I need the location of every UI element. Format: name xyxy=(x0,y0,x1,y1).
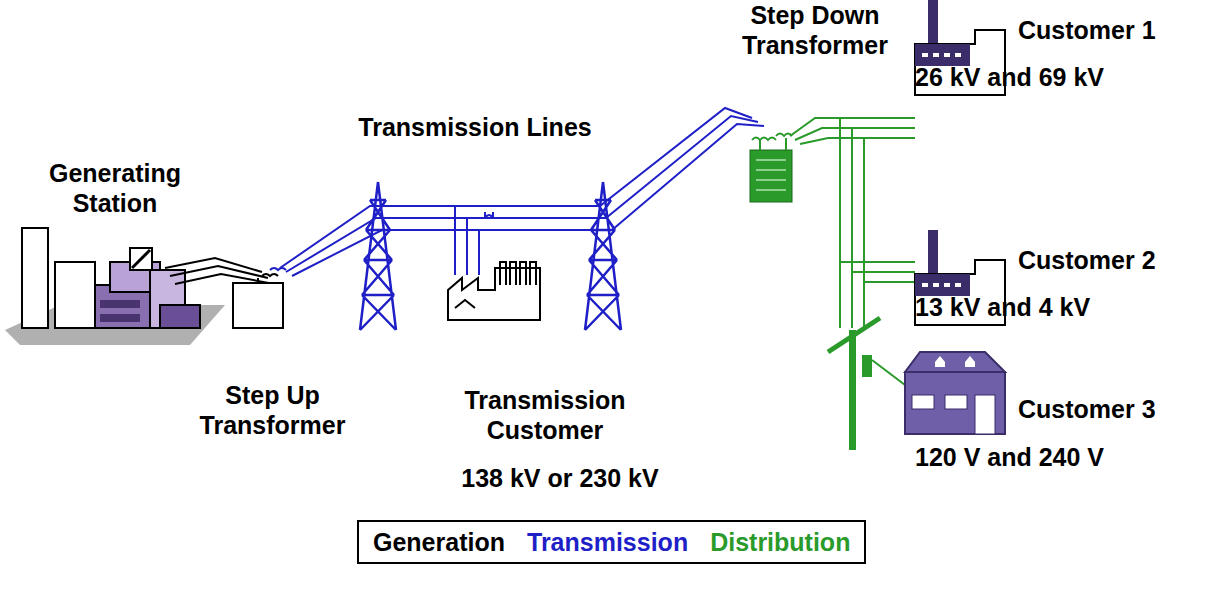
voltage-label: 138 kV or 230 kV xyxy=(430,463,690,493)
step-down-transformer xyxy=(750,134,792,203)
component-label: Transmission Lines xyxy=(340,112,610,142)
distribution-wires xyxy=(790,118,915,328)
legend-box: Generation Transmission Distribution xyxy=(357,520,866,564)
generating-station xyxy=(5,228,225,345)
customer-label: Transmission Customer xyxy=(430,385,660,445)
transmission-lines xyxy=(280,108,764,276)
voltage-label: 120 V and 240 V xyxy=(915,442,1104,472)
customer-label: Customer 1 xyxy=(1018,15,1156,45)
voltage-label: 26 kV and 69 kV xyxy=(915,62,1104,92)
customer-house xyxy=(905,352,1005,434)
legend-entry: Distribution xyxy=(710,528,850,557)
component-label: Step Down Transformer xyxy=(700,0,930,60)
transmission-tower xyxy=(360,182,621,330)
legend-entry: Generation xyxy=(373,528,505,557)
component-label: Step Up Transformer xyxy=(185,380,360,440)
generation-wires xyxy=(165,258,274,284)
plant-label: Generating Station xyxy=(20,158,210,218)
customer-label: Customer 3 xyxy=(1018,394,1156,424)
voltage-label: 13 kV and 4 kV xyxy=(915,292,1090,322)
customer-label: Customer 2 xyxy=(1018,245,1156,275)
step-up-transformer xyxy=(233,268,286,328)
legend-entry: Transmission xyxy=(527,528,688,557)
transmission-customer-factory xyxy=(448,206,540,320)
distribution-pole xyxy=(828,318,905,450)
